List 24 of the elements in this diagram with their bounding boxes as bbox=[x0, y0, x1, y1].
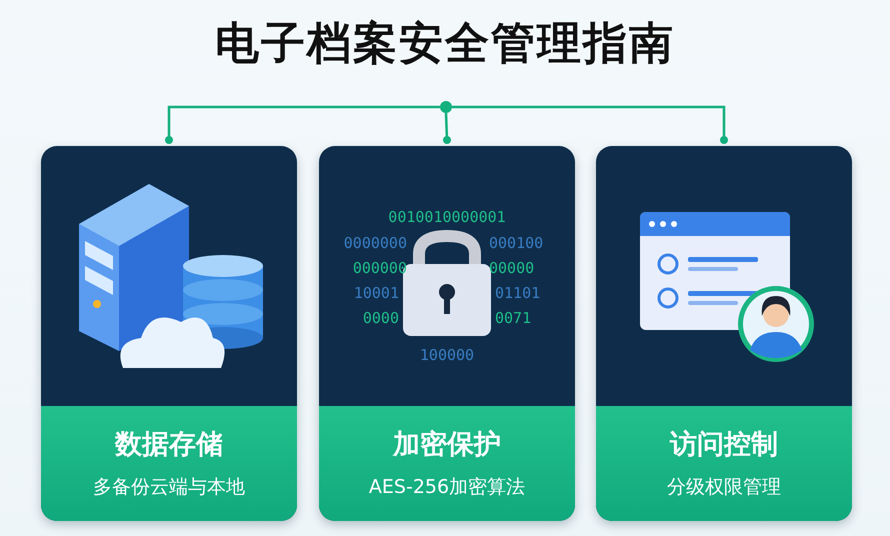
binary-digits: 10001 bbox=[354, 284, 399, 302]
feature-card bbox=[41, 146, 297, 521]
binary-digits: 01101 bbox=[495, 284, 540, 302]
feature-card bbox=[596, 146, 852, 521]
connector-line bbox=[165, 106, 440, 144]
card-subtitle: AES-256加密算法 bbox=[368, 475, 526, 500]
binary-digits: 000000 bbox=[352, 259, 407, 277]
connector-line bbox=[443, 112, 451, 144]
binary-digits: 000100 bbox=[489, 234, 544, 252]
card-heading: 加密保护 bbox=[392, 428, 502, 462]
binary-digits: 0000 bbox=[362, 309, 399, 327]
binary-digits: 0010010000001 bbox=[388, 208, 506, 226]
card-heading: 访问控制 bbox=[668, 428, 779, 462]
binary-digits: 0071 bbox=[495, 309, 532, 327]
card-heading: 数据存储 bbox=[114, 428, 224, 462]
title: 电子档案安全管理指南 bbox=[214, 17, 676, 71]
binary-digits: 0000000 bbox=[344, 234, 407, 252]
feature-card bbox=[319, 146, 575, 521]
card-subtitle: 分级权限管理 bbox=[666, 475, 782, 500]
card-subtitle: 多备份云端与本地 bbox=[92, 475, 246, 500]
binary-digits: 100000 bbox=[420, 346, 474, 364]
binary-digits: 00000 bbox=[489, 259, 534, 277]
connector-line bbox=[452, 106, 728, 144]
hub-dot bbox=[440, 101, 452, 113]
